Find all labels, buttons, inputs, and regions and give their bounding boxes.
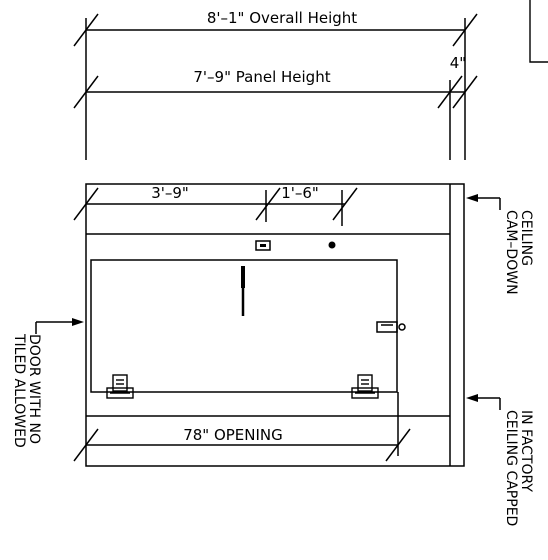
fixture-dot [328, 241, 336, 249]
door-note-arrow [72, 318, 84, 326]
hinge-right [351, 374, 379, 399]
door-note-leader [35, 321, 74, 334]
cam-down-arrow [466, 194, 478, 202]
svg-text:CEILING CAPPED: CEILING CAPPED [503, 410, 519, 526]
corner-box [529, 0, 548, 63]
door-note: DOOR WITH NO TILED ALLOWED [11, 333, 42, 448]
overall-height-label: 8'–1" Overall Height [207, 9, 357, 27]
ceiling-capped-arrow [466, 394, 478, 402]
cam-down-note: CAM–DOWN CEILING [503, 210, 534, 295]
opening-dimension [73, 392, 411, 462]
cam-down-leader [476, 197, 501, 210]
right-segment-label: 1'–6" [281, 184, 319, 202]
left-segment-label: 3'–9" [151, 184, 189, 202]
svg-text:IN FACTORY: IN FACTORY [518, 410, 534, 492]
svg-text:CAM–DOWN: CAM–DOWN [503, 210, 519, 295]
ceiling-capped-leader [476, 397, 501, 410]
svg-text:DOOR WITH NO: DOOR WITH NO [26, 334, 42, 444]
svg-text:CEILING: CEILING [518, 210, 534, 266]
panel-frame [85, 183, 465, 467]
segment-dimensions [73, 187, 358, 226]
svg-text:TILED ALLOWED: TILED ALLOWED [11, 333, 27, 448]
hinge-left [106, 374, 134, 399]
ceiling-capped-note: CEILING CAPPED IN FACTORY [503, 410, 534, 526]
side-offset-label: 4" [450, 54, 466, 72]
opening-label: 78" OPENING [183, 426, 283, 444]
door-closer [241, 266, 245, 316]
panel-height-dimension [73, 75, 478, 160]
panel-height-label: 7'–9" Panel Height [193, 68, 330, 86]
overall-height-dimension [73, 13, 478, 160]
fixture-box [255, 240, 271, 251]
door-latch [376, 321, 406, 333]
